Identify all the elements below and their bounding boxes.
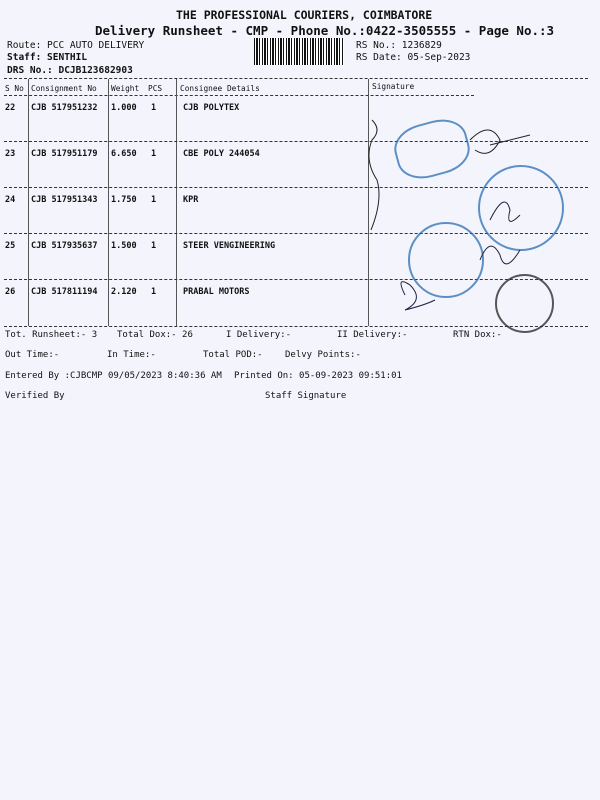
cell-cn: CJB 517951343	[31, 195, 98, 205]
divider	[4, 95, 474, 96]
divider	[4, 78, 588, 79]
cell-sno: 22	[5, 103, 16, 113]
tot-runsheet: Tot. Runsheet:- 3	[5, 330, 98, 340]
cell-consignee: PRABAL MOTORS	[183, 287, 250, 297]
cell-weight: 1.000	[111, 103, 137, 113]
cell-weight: 2.120	[111, 287, 137, 297]
col-pcs: PCS	[148, 84, 163, 93]
delvy-points: Delvy Points:-	[285, 350, 361, 360]
cell-consignee: KPR	[183, 195, 199, 205]
cell-sno: 23	[5, 149, 16, 159]
row-divider	[4, 141, 588, 142]
col-signature: Signature	[372, 82, 415, 91]
col-consignee: Consignee Details	[180, 84, 260, 93]
kpr-stamp	[478, 165, 564, 251]
cell-consignee: CJB POLYTEX	[183, 103, 240, 113]
cell-weight: 1.750	[111, 195, 137, 205]
cell-pcs: 1	[151, 103, 157, 113]
cell-pcs: 1	[151, 241, 157, 251]
col-sno: S No	[5, 84, 24, 93]
cell-pcs: 1	[151, 149, 157, 159]
column-divider	[368, 79, 369, 326]
cell-pcs: 1	[151, 287, 157, 297]
row-divider	[4, 187, 588, 188]
printed-on: Printed On: 05-09-2023 09:51:01	[234, 371, 402, 381]
cell-weight: 6.650	[111, 149, 137, 159]
runsheet-subtitle: Delivery Runsheet - CMP - Phone No.:0422…	[95, 23, 555, 38]
total-dox: Total Dox:- 26	[117, 330, 193, 340]
row-divider	[4, 279, 588, 280]
cell-cn: CJB 517951232	[31, 103, 98, 113]
cell-cn: CJB 517951179	[31, 149, 98, 159]
out-time: Out Time:-	[5, 350, 60, 360]
cell-consignee: STEER VENGINEERING	[183, 241, 276, 251]
company-title: THE PROFESSIONAL COURIERS, COIMBATORE	[176, 8, 433, 22]
cell-sno: 24	[5, 195, 16, 205]
handwritten-signatures	[368, 119, 531, 311]
column-divider	[28, 79, 29, 326]
cell-sno: 25	[5, 241, 16, 251]
prabal-stamp	[495, 274, 554, 333]
row-divider	[4, 233, 588, 234]
i-delivery: I Delivery:-	[226, 330, 292, 340]
route: Route: PCC AUTO DELIVERY	[7, 40, 145, 51]
in-time: In Time:-	[107, 350, 156, 360]
rtn-dox: RTN Dox:-	[453, 330, 502, 340]
column-divider	[176, 79, 177, 326]
steer-stamp	[408, 222, 484, 298]
cell-pcs: 1	[151, 195, 157, 205]
cell-consignee: CBE POLY 244054	[183, 149, 260, 159]
staff: Staff: SENTHIL	[7, 52, 88, 63]
drs-number: DRS No.: DCJB123682903	[7, 65, 133, 76]
divider	[4, 326, 588, 327]
entered-by: Entered By :CJBCMP 09/05/2023 8:40:36 AM	[5, 371, 222, 381]
barcode	[254, 38, 344, 65]
verified-by: Verified By	[5, 391, 65, 401]
col-consignment: Consignment No	[31, 84, 97, 93]
ii-delivery: II Delivery:-	[337, 330, 408, 340]
rs-date: RS Date: 05-Sep-2023	[356, 52, 471, 63]
cell-cn: CJB 517811194	[31, 287, 98, 297]
total-pod: Total POD:-	[203, 350, 263, 360]
col-weight: Weight	[111, 84, 140, 93]
cell-weight: 1.500	[111, 241, 137, 251]
staff-signature: Staff Signature	[265, 391, 347, 401]
column-divider	[108, 79, 109, 326]
rs-number: RS No.: 1236829	[356, 40, 442, 51]
cell-cn: CJB 517935637	[31, 241, 98, 251]
cell-sno: 26	[5, 287, 16, 297]
